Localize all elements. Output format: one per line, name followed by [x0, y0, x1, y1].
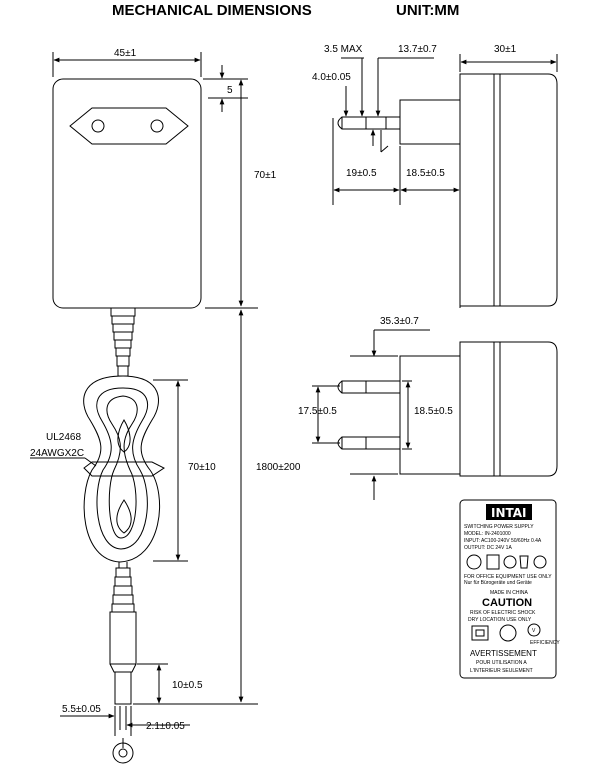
side-depth-dim: 30±1	[494, 44, 517, 55]
avert-heading: AVERTISSEMENT	[470, 649, 537, 658]
avert-line2: L'INTERIEUR SEULEMENT	[470, 668, 533, 674]
outer-diameter-dim: 5.5±0.05	[62, 704, 101, 715]
efficiency-text: EFFICIENCY	[530, 640, 560, 646]
top-pin-spacing-right: 18.5±0.5	[414, 406, 453, 417]
top-overall-dim: 35.3±0.7	[380, 316, 419, 327]
dc-plug-body	[109, 611, 137, 665]
plug-face	[69, 107, 189, 145]
front-view: 45±1 5 70±1	[52, 48, 277, 309]
caution-heading: CAUTION	[482, 597, 532, 609]
efficiency-mark-text: V	[532, 628, 536, 634]
cable-spec-line2: 24AWGX2C	[30, 448, 84, 459]
front-height-dim: 70±1	[254, 170, 277, 181]
side-pin	[341, 116, 401, 130]
cable-length-dim: 1800±200	[256, 462, 301, 473]
adapter-body-side	[459, 73, 558, 307]
front-top-offset-dim: 5	[227, 85, 233, 96]
made-in-text: MADE IN CHINA	[490, 590, 528, 596]
avert-line1: POUR UTILISATION A	[476, 660, 527, 666]
label-line3: INPUT: AC100-240V 50/60Hz 0.4A	[464, 538, 542, 544]
pin-offset-dim: 13.7±0.7	[398, 44, 437, 55]
cable-tie	[83, 461, 165, 477]
plug-body-dim: 18.5±0.5	[406, 168, 445, 179]
csa-mark-icon	[533, 555, 547, 569]
label-line5: FOR OFFICE EQUIPMENT USE ONLY	[464, 574, 552, 580]
label-line6: Nur für Bürogeräte und Geräte	[464, 580, 532, 586]
pin-max-dim: 3.5 MAX	[324, 44, 363, 55]
double-insulation-icon	[471, 625, 489, 641]
coil-length-dim: 70±10	[188, 462, 216, 473]
cable-coil	[83, 375, 161, 563]
pin-diameter-dim: 4.0±0.05	[312, 72, 351, 83]
plug-pin-right	[150, 119, 164, 133]
unit-label: UNIT:MM	[396, 2, 459, 19]
ce-mark-icon	[466, 554, 482, 570]
fcc-mark-icon	[486, 554, 500, 570]
top-view: 35.3±0.7 17.5±0.5 18.5±0.5	[298, 316, 558, 500]
dc-plug-barrel	[114, 671, 132, 705]
risk-line1: RISK OF ELECTRIC SHOCK	[470, 610, 536, 616]
adapter-body-top	[459, 341, 558, 477]
ul-mark-icon	[503, 555, 517, 569]
brand-name: INTAI	[491, 506, 527, 520]
plug-pin-left	[91, 119, 105, 133]
plug-length-dim: 10±0.5	[172, 680, 203, 691]
front-width-dim: 45±1	[114, 48, 137, 59]
side-view: 3.5 MAX 13.7±0.7 4.0±0.05 19±0.5 18.5±0.…	[312, 44, 558, 308]
weee-bin-icon	[519, 555, 529, 569]
adapter-body-front	[52, 78, 202, 309]
risk-line2: DRY LOCATION USE ONLY	[468, 617, 532, 623]
pin-length-dim: 19±0.5	[346, 168, 377, 179]
label-line2: MODEL: IN-2401000	[464, 531, 511, 537]
top-pin-spacing-left: 17.5±0.5	[298, 406, 337, 417]
label-line4: OUTPUT: DC 24V 1A	[464, 545, 512, 551]
cable-assembly: UL2468 24AWGX2C 70±10 1800±200 10±0.5	[30, 307, 301, 764]
label-line1: SWITCHING POWER SUPPLY	[464, 524, 534, 530]
inner-diameter-dim: 2.1±0.05	[146, 721, 185, 732]
drawing-title: MECHANICAL DIMENSIONS	[112, 2, 312, 19]
cable-spec-line1: UL2468	[46, 432, 81, 443]
brand-logo	[486, 504, 532, 520]
efficiency-mark-icon	[527, 623, 541, 637]
indoor-use-icon	[499, 624, 517, 642]
product-label: INTAI SWITCHING POWER SUPPLY MODEL: IN-2…	[459, 499, 560, 679]
